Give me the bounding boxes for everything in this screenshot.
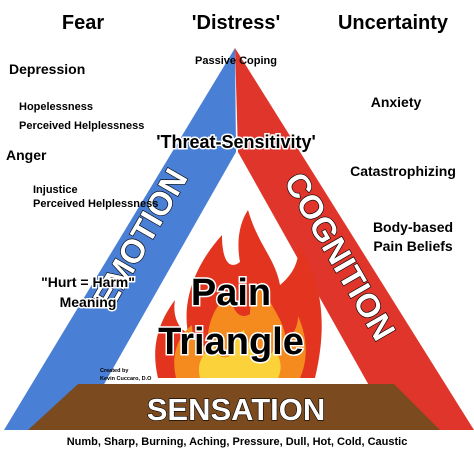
- pain-title-line1: Pain: [191, 272, 271, 314]
- cognition-side-band: [235, 48, 474, 430]
- anxiety-label: Anxiety: [371, 94, 422, 110]
- fire-icon: [155, 210, 322, 378]
- fear-label: Fear: [62, 12, 104, 34]
- perceived-helplessness-2-label: Perceived Helplessness: [33, 198, 158, 210]
- distress-label: 'Distress': [192, 12, 280, 34]
- body-based-label: Body-based: [373, 219, 453, 235]
- anger-label: Anger: [6, 147, 47, 163]
- injustice-label: Injustice: [33, 184, 78, 196]
- passive-coping-label: Passive Coping: [195, 55, 277, 67]
- emotion-side-band: [4, 48, 236, 430]
- sensation-base-label: SENSATION: [147, 392, 326, 427]
- perceived-helplessness-label: Perceived Helplessness: [19, 120, 144, 132]
- hopelessness-label: Hopelessness: [19, 101, 93, 113]
- pain-title-line2: Triangle: [158, 321, 304, 363]
- meaning-label: Meaning: [60, 294, 117, 310]
- uncertainty-label: Uncertainty: [338, 12, 449, 34]
- pain-beliefs-label: Pain Beliefs: [373, 238, 453, 254]
- credit-line1: Created by: [100, 368, 129, 374]
- sensation-descriptors: Numb, Sharp, Burning, Aching, Pressure, …: [67, 436, 408, 448]
- sensation-base-band: [28, 384, 440, 430]
- depression-label: Depression: [9, 61, 85, 77]
- hurt-harm-label: "Hurt = Harm": [41, 274, 135, 290]
- credit-line2: Kevin Cuccaro, D.O: [100, 376, 152, 382]
- catastrophizing-label: Catastrophizing: [350, 163, 456, 179]
- threat-sensitivity-label: 'Threat-Sensitivity': [156, 132, 316, 152]
